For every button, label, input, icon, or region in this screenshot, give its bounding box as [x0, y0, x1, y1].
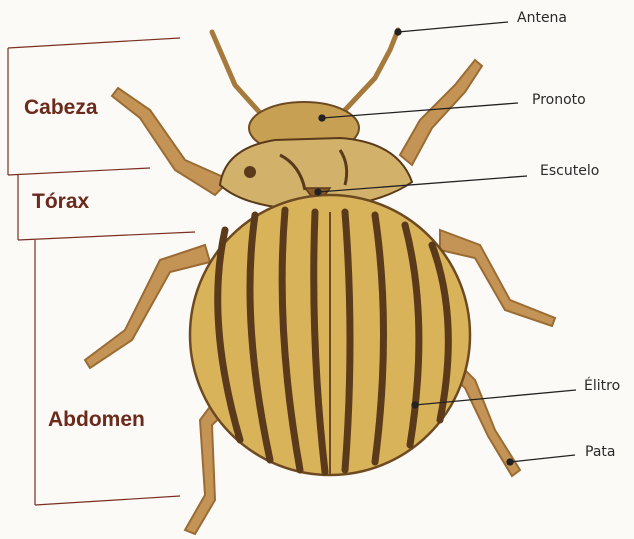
label-abdomen: Abdomen: [48, 408, 145, 432]
label-antena: Antena: [517, 10, 567, 26]
label-cabeza: Cabeza: [24, 96, 98, 120]
label-escutelo: Escutelo: [540, 163, 599, 179]
label-pata: Pata: [585, 444, 615, 460]
label-torax: Tórax: [32, 190, 89, 214]
label-pronoto: Pronoto: [532, 92, 586, 108]
label-elitro: Élitro: [584, 378, 620, 394]
